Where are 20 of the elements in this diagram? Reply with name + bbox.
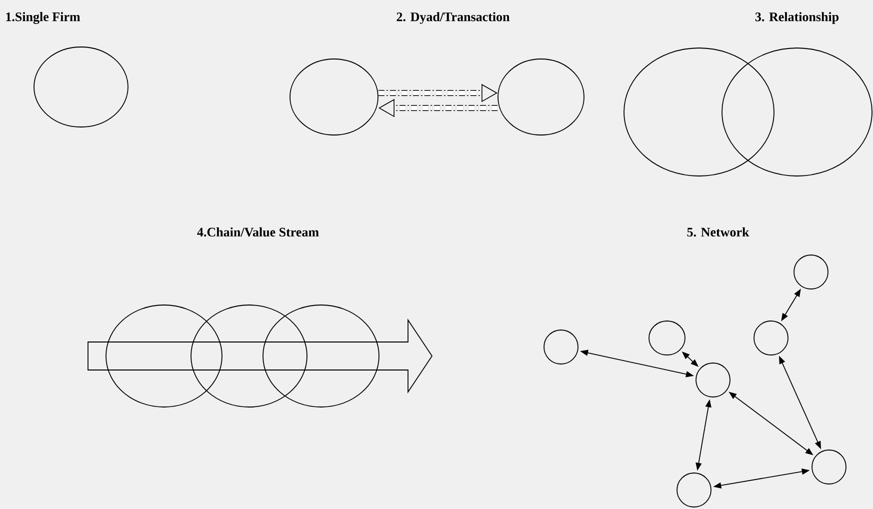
circle	[648, 320, 686, 356]
panel-title: 4.Chain/Value Stream	[197, 227, 319, 237]
panel-title: 3. Relationship	[755, 12, 839, 24]
circle	[190, 304, 308, 408]
circle	[262, 304, 380, 408]
circle	[754, 320, 788, 356]
panel-title: 2. Dyad/Transaction	[396, 12, 510, 24]
circle	[722, 48, 872, 176]
circle	[34, 46, 128, 128]
panel-title: 1.Single Firm	[6, 12, 80, 24]
circle	[676, 472, 712, 508]
circle	[498, 58, 584, 136]
circle	[812, 450, 846, 484]
panel-title: 5. Network	[687, 227, 750, 237]
circle	[106, 304, 222, 408]
circle	[696, 362, 730, 398]
circle	[290, 58, 378, 136]
circle	[544, 330, 578, 364]
circle	[624, 48, 774, 176]
circle	[794, 254, 828, 290]
